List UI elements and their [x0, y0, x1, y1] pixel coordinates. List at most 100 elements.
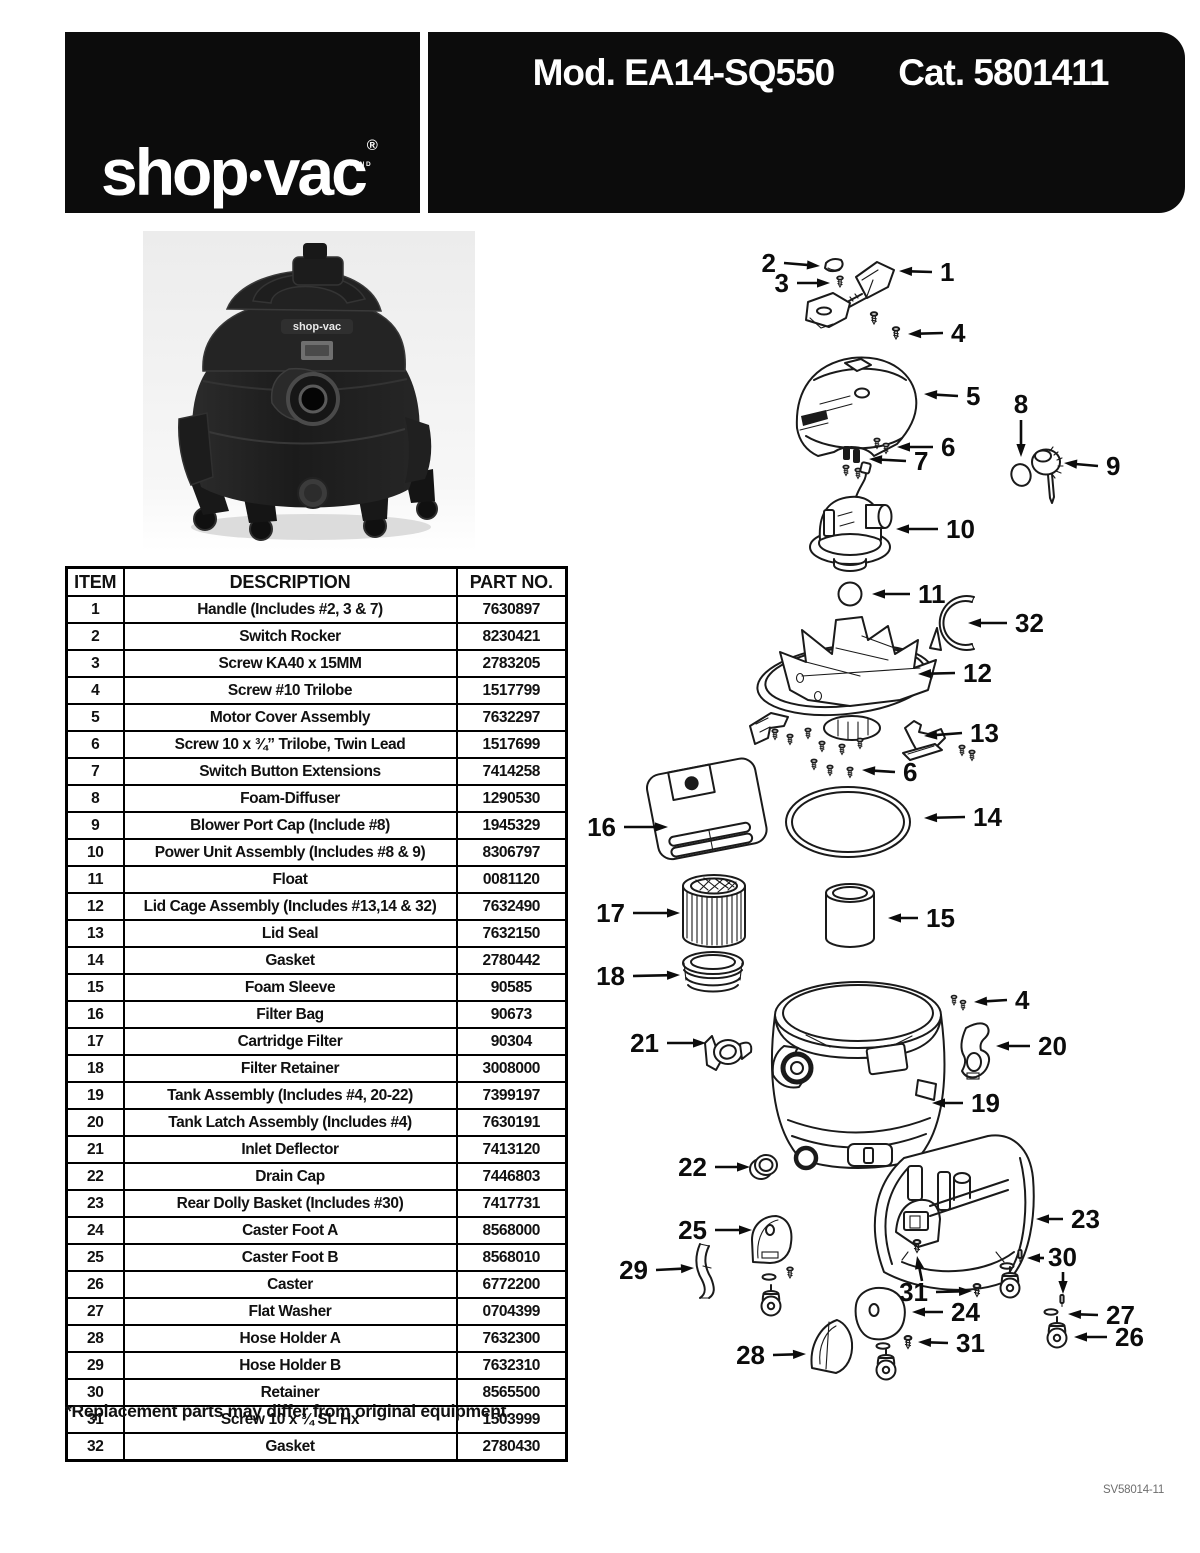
part-inlet-deflector	[704, 1035, 753, 1071]
description-cell: Handle (Includes #2, 3 & 7)	[122, 595, 458, 624]
part-filter-retainer	[682, 951, 744, 993]
callout-arrowhead	[1036, 1214, 1049, 1224]
part-no-cell: 8230421	[455, 622, 568, 651]
callout-arrowhead	[915, 1256, 925, 1270]
description-cell: Switch Rocker	[122, 622, 458, 651]
callout-arrowhead	[918, 1337, 932, 1348]
item-cell: 30	[65, 1378, 125, 1407]
callout-arrow	[772, 1353, 797, 1357]
part-lid-cage	[756, 616, 942, 741]
callout-number: 9	[1106, 451, 1120, 481]
callout-number: 2	[762, 248, 776, 278]
part-screw-4a	[869, 311, 879, 325]
callout-number: 1	[940, 257, 954, 287]
exploded-parts-diagram: 2134586971011321213616141715184212019222…	[587, 248, 1144, 1381]
callout-arrow	[1077, 1313, 1099, 1317]
callout-arrowhead	[739, 1225, 752, 1235]
part-washer-b	[999, 1262, 1015, 1270]
item-cell: 28	[65, 1324, 125, 1353]
callout-number: 14	[973, 802, 1002, 832]
part-no-cell: 3008000	[455, 1054, 568, 1083]
callout-number: 23	[1071, 1204, 1100, 1234]
description-cell: Drain Cap	[122, 1162, 458, 1191]
catalog-number: Cat. 5801411	[898, 52, 1109, 93]
callout-arrow	[1073, 462, 1099, 468]
item-cell: 8	[65, 784, 125, 813]
part-no-cell: 90673	[455, 1000, 568, 1029]
item-cell: 5	[65, 703, 125, 732]
callout-number: 21	[630, 1028, 659, 1058]
callout-arrow	[935, 1289, 963, 1294]
col-header-item: ITEM	[65, 566, 125, 597]
item-cell: 25	[65, 1243, 125, 1272]
part-no-cell: 7630897	[455, 595, 568, 624]
callout-arrowhead	[792, 1349, 806, 1359]
part-no-cell: 7632150	[455, 919, 568, 948]
item-cell: 23	[65, 1189, 125, 1218]
part-no-cell: 8568010	[455, 1243, 568, 1272]
callout-number: 4	[951, 318, 966, 348]
callout-arrowhead	[1058, 1281, 1068, 1294]
callout-arrow	[933, 815, 966, 820]
callout-arrowhead	[693, 1038, 706, 1048]
callout-arrowhead	[1016, 444, 1026, 457]
part-caster-foot-b	[751, 1215, 793, 1264]
callout-number: 20	[1038, 1031, 1067, 1061]
callout-arrow	[933, 731, 963, 737]
description-cell: Motor Cover Assembly	[122, 703, 458, 732]
col-header-description: DESCRIPTION	[122, 566, 458, 597]
callout-arrow	[783, 261, 811, 267]
callout-arrowhead	[968, 618, 981, 628]
description-cell: Screw #10 Trilobe	[122, 676, 458, 705]
description-cell: Hose Holder B	[122, 1351, 458, 1380]
part-cartridge-filter	[682, 874, 746, 948]
description-cell: Foam-Diffuser	[122, 784, 458, 813]
callout-arrowhead	[924, 813, 938, 823]
model-number: Mod. EA14-SQ550	[532, 52, 836, 93]
description-cell: Tank Assembly (Includes #4, 20-22)	[122, 1081, 458, 1110]
item-cell: 18	[65, 1054, 125, 1083]
callout-arrowhead	[667, 908, 680, 918]
description-cell: Screw 10 x ¾ SL Hx	[122, 1405, 458, 1434]
registered-mark-icon: ®	[366, 137, 378, 154]
callout-arrow	[655, 1267, 685, 1272]
document-code: SV58014-11	[1103, 1484, 1165, 1496]
part-no-cell: 7414258	[455, 757, 568, 786]
part-flat-washer	[1043, 1308, 1059, 1316]
item-cell: 17	[65, 1027, 125, 1056]
part-no-cell: 7446803	[455, 1162, 568, 1191]
callout-arrowhead	[862, 766, 876, 776]
description-cell: Screw 10 x ¾” Trilobe, Twin Lead	[122, 730, 458, 759]
table-header-row: ITEM DESCRIPTION PART NO.	[65, 566, 568, 597]
callout-arrowhead	[680, 1264, 694, 1274]
description-cell: Retainer	[122, 1378, 458, 1407]
callout-arrowhead	[932, 1098, 945, 1108]
callout-arrowhead	[908, 329, 922, 339]
part-no-cell: 1517799	[455, 676, 568, 705]
callout-number: 24	[951, 1297, 980, 1327]
part-no-cell: 0704399	[455, 1297, 568, 1326]
description-cell: Caster Foot A	[122, 1216, 458, 1245]
callout-arrowhead	[817, 278, 830, 288]
callout-number: 30	[1048, 1242, 1077, 1272]
replacement-footnote: *Replacement parts may differ from origi…	[65, 1401, 511, 1421]
part-tank	[770, 981, 946, 1171]
item-cell: 10	[65, 838, 125, 867]
vacuum-image: shop-vac	[178, 243, 438, 541]
description-cell: Gasket	[122, 946, 458, 975]
callout-number: 12	[963, 658, 992, 688]
part-screw-31b	[972, 1283, 982, 1298]
item-cell: 31	[65, 1405, 125, 1434]
